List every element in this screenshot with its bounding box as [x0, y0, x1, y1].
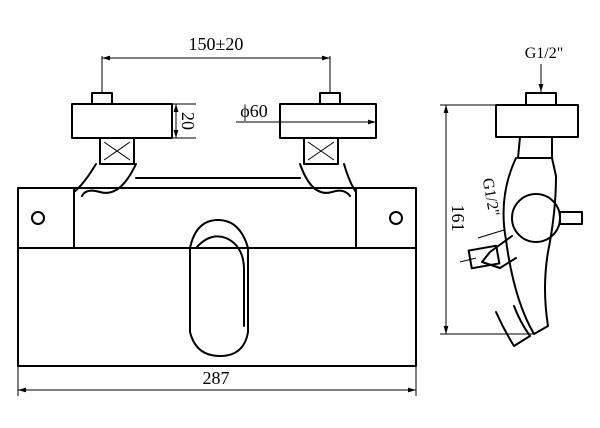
side-eccentric-cover: [495, 104, 579, 138]
left-hex-nut: [99, 137, 135, 165]
front-view: 150±20 20 ϕ60 287: [17, 34, 417, 396]
side-view: G1/2" G1/2" 161: [440, 45, 583, 347]
right-eccentric-inner: [299, 163, 351, 197]
overall-width-label: 287: [203, 368, 230, 388]
left-eccentric-cover: [71, 103, 173, 139]
eccentric-diameter-label: ϕ60: [240, 101, 267, 121]
right-fixing-hole: [389, 211, 403, 225]
side-lower-outlet: [495, 305, 531, 347]
right-hex-cross-2: [307, 141, 335, 161]
side-body-neck: [517, 136, 553, 159]
side-inlet-stub: [525, 92, 557, 106]
left-eccentric-inner: [81, 163, 137, 197]
left-fixing-hole: [31, 211, 45, 225]
inlet-thread-label: G1/2": [525, 45, 564, 62]
side-knob-pin: [559, 211, 583, 225]
overall-depth-label: 161: [448, 205, 468, 232]
left-inlet-stub: [91, 92, 113, 105]
right-eccentric-cover: [279, 103, 377, 139]
outlet-thread-label: G1/2": [479, 177, 502, 218]
right-inlet-stub: [319, 92, 341, 105]
side-body: [502, 157, 557, 335]
center-distance-label: 150±20: [189, 34, 244, 54]
spout-inner: [195, 235, 245, 327]
left-hex-cross-2: [103, 141, 131, 161]
right-hex-nut: [303, 137, 339, 165]
eccentric-height-label: 20: [178, 112, 198, 130]
spout-outline: [189, 219, 249, 357]
right-eccentric-neck: [343, 163, 357, 193]
outlet-thread-leader-2: [459, 257, 477, 263]
mixer-body: [17, 187, 417, 367]
left-eccentric-neck: [73, 163, 97, 193]
outlet-thread-leader-1: [477, 229, 505, 239]
